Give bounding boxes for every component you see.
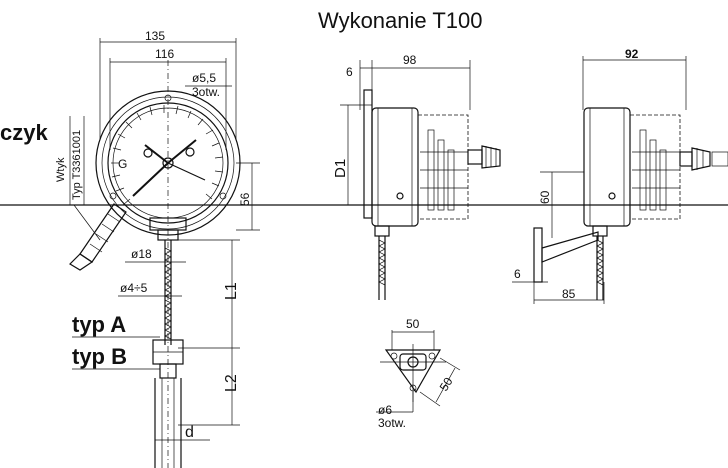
connector-plug: [69, 203, 127, 271]
bracket-view: 92 60 6 85: [512, 47, 728, 304]
dial-scale: [111, 105, 224, 206]
dim-flange-hole-6: ø6: [378, 403, 392, 417]
dim-d: d: [185, 424, 194, 441]
dim-L1: L1: [223, 282, 240, 300]
dim-56: 56: [238, 192, 252, 206]
side-view: 6 98 D1: [332, 53, 501, 300]
label-3otw-flange: 3otw.: [378, 416, 406, 430]
dim-flange-50-top: 50: [406, 317, 420, 331]
dim-side-98: 98: [403, 53, 417, 67]
dim-bracket-60: 60: [538, 190, 552, 204]
dim-bracket-85: 85: [562, 287, 576, 301]
dim-side-6: 6: [346, 65, 353, 79]
label-typ-b: typ B: [72, 344, 127, 369]
drawing-title: Wykonanie T100: [318, 8, 483, 33]
label-typ-t: Typ T3361001: [71, 130, 83, 200]
label-3otw-front: 3otw.: [192, 85, 220, 99]
flange-view: 50 50 ø6 3otw.: [376, 317, 461, 430]
label-czyk: czyk: [0, 120, 48, 145]
dim-18: ø18: [131, 247, 152, 261]
dim-L2: L2: [223, 374, 240, 392]
front-view: 135 116 ø5,5 3otw.: [0, 29, 728, 468]
dim-bracket-92: 92: [625, 47, 639, 61]
dim-135: 135: [145, 29, 165, 43]
dim-116: 116: [155, 47, 174, 61]
dim-flange-50-side: 50: [437, 375, 456, 394]
dim-hole-55: ø5,5: [192, 71, 216, 85]
dim-4-5: ø4÷5: [120, 281, 148, 295]
dial-G: G: [118, 157, 127, 171]
label-wtyk: Wtyk: [55, 157, 67, 182]
label-typ-a: typ A: [72, 312, 126, 337]
dim-D1: D1: [332, 159, 349, 178]
dim-bracket-6: 6: [514, 267, 521, 281]
